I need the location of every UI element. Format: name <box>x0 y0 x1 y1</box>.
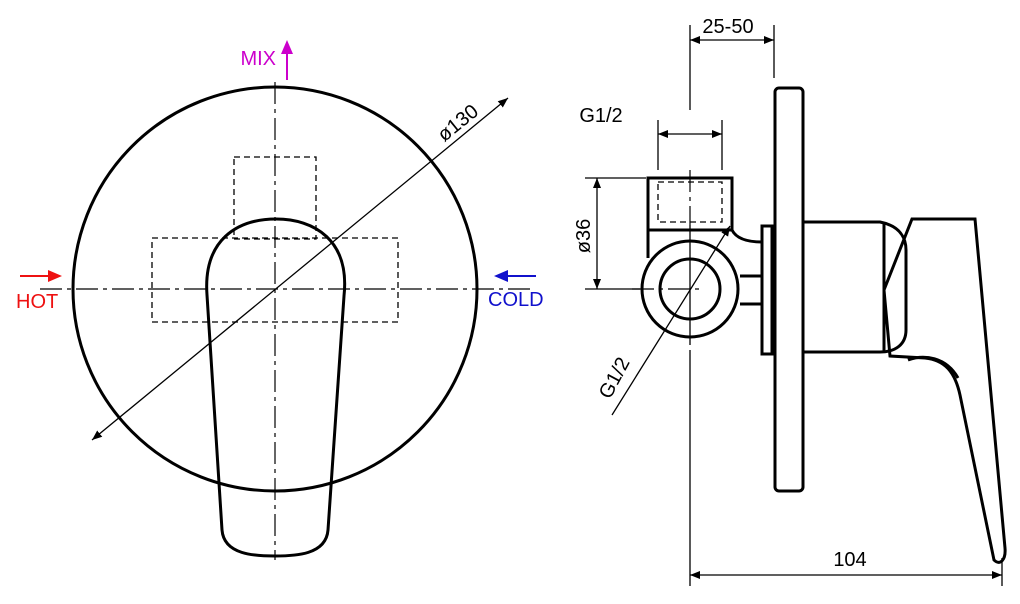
side-inlet-outer <box>640 239 740 339</box>
mix-label: MIX <box>240 48 276 70</box>
pipe-diameter-label: ø36 <box>573 219 595 253</box>
overall-length-label: 104 <box>833 549 866 571</box>
valve-body-connector <box>646 229 763 258</box>
mounting-flange <box>760 224 774 356</box>
cold-arrow-icon <box>494 270 536 282</box>
mix-arrow-icon <box>281 40 293 80</box>
hot-arrow-icon <box>20 270 62 282</box>
hot-label: HOT <box>16 291 58 313</box>
top-inlet-block <box>646 176 734 232</box>
diameter-leader-line <box>91 97 509 441</box>
cold-label: COLD <box>488 289 544 311</box>
cover-plate-side <box>773 86 805 493</box>
hidden-top-thread <box>657 181 723 223</box>
side-view: G1/2 25-50 G1/2 ø36 104 <box>573 16 1007 586</box>
side-inlet-inner <box>658 257 722 321</box>
angled-thread-label: G1/2 <box>595 354 635 403</box>
lever-handle <box>205 217 347 558</box>
top-thread-label: G1/2 <box>579 105 622 127</box>
lever-side-inner-curve <box>907 355 960 379</box>
lever-side <box>882 217 1007 564</box>
escutcheon-body <box>803 220 908 354</box>
angled-thread-leader <box>611 225 731 416</box>
front-view: ø130 MIX HOT COLD <box>16 40 544 560</box>
depth-label: 25-50 <box>702 16 753 38</box>
